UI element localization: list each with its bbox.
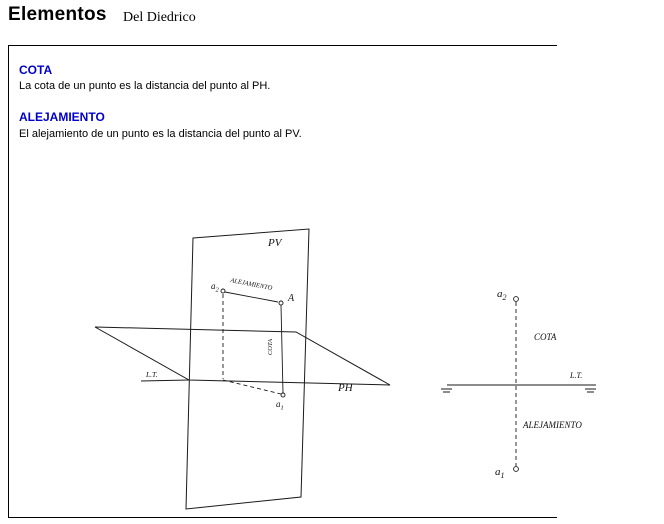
pv-plane-label: PV (267, 237, 283, 249)
point-a-label-3d: A (287, 293, 295, 304)
projection-dashed-floor-3d (222, 379, 282, 395)
alejamiento-label-3d: ALEJAMIENTO (229, 277, 273, 292)
horizontal-plane-outline (94, 326, 391, 386)
a2-subscript-3d: 2 (216, 287, 220, 294)
a1-base-3d: a (276, 399, 281, 409)
page-subtitle: Del Diedrico (123, 10, 196, 25)
point-a1-marker-3d (280, 392, 286, 398)
ground-line-label-2d: L.T. (569, 371, 582, 380)
point-a1-label-3d: a1 (276, 399, 284, 412)
cota-label-2d: COTA (534, 332, 557, 342)
content-frame: COTA La cota de un punto es la distancia… (8, 45, 557, 518)
cota-label-3d: COTA (267, 339, 274, 355)
a2-subscript-2d: 2 (503, 293, 507, 302)
vertical-plane-outline (185, 228, 310, 510)
point-a1-marker-2d (513, 466, 519, 472)
point-a2-label-2d: a2 (497, 288, 507, 302)
point-a-marker-3d (278, 300, 284, 306)
cota-heading: COTA (19, 63, 53, 77)
alejamiento-label-2d: ALEJAMIENTO (522, 420, 582, 430)
point-a1-label-2d: a1 (495, 466, 505, 480)
a1-base-2d: a (495, 466, 501, 478)
ground-line-label-3d: L.T. (145, 370, 158, 379)
point-a2-label-3d: a2 (211, 281, 220, 294)
point-a2-marker-3d (220, 288, 226, 294)
ground-line-segment-3d (140, 379, 190, 382)
cota-definition-text: La cota de un punto es la distancia del … (19, 80, 271, 92)
alejamiento-heading: ALEJAMIENTO (19, 110, 105, 124)
alejamiento-definition-text: El alejamiento de un punto es la distanc… (19, 128, 302, 140)
point-a2-marker-2d (513, 296, 519, 302)
a1-subscript-3d: 1 (281, 405, 284, 412)
alejamiento-segment-3d (224, 291, 279, 303)
a1-subscript-2d: 1 (501, 471, 505, 480)
page-title: Elementos (8, 4, 107, 25)
ph-plane-label: PH (337, 382, 354, 394)
a2-base-3d: a (211, 281, 216, 291)
a2-base-2d: a (497, 288, 503, 300)
cota-segment-3d (280, 304, 284, 394)
